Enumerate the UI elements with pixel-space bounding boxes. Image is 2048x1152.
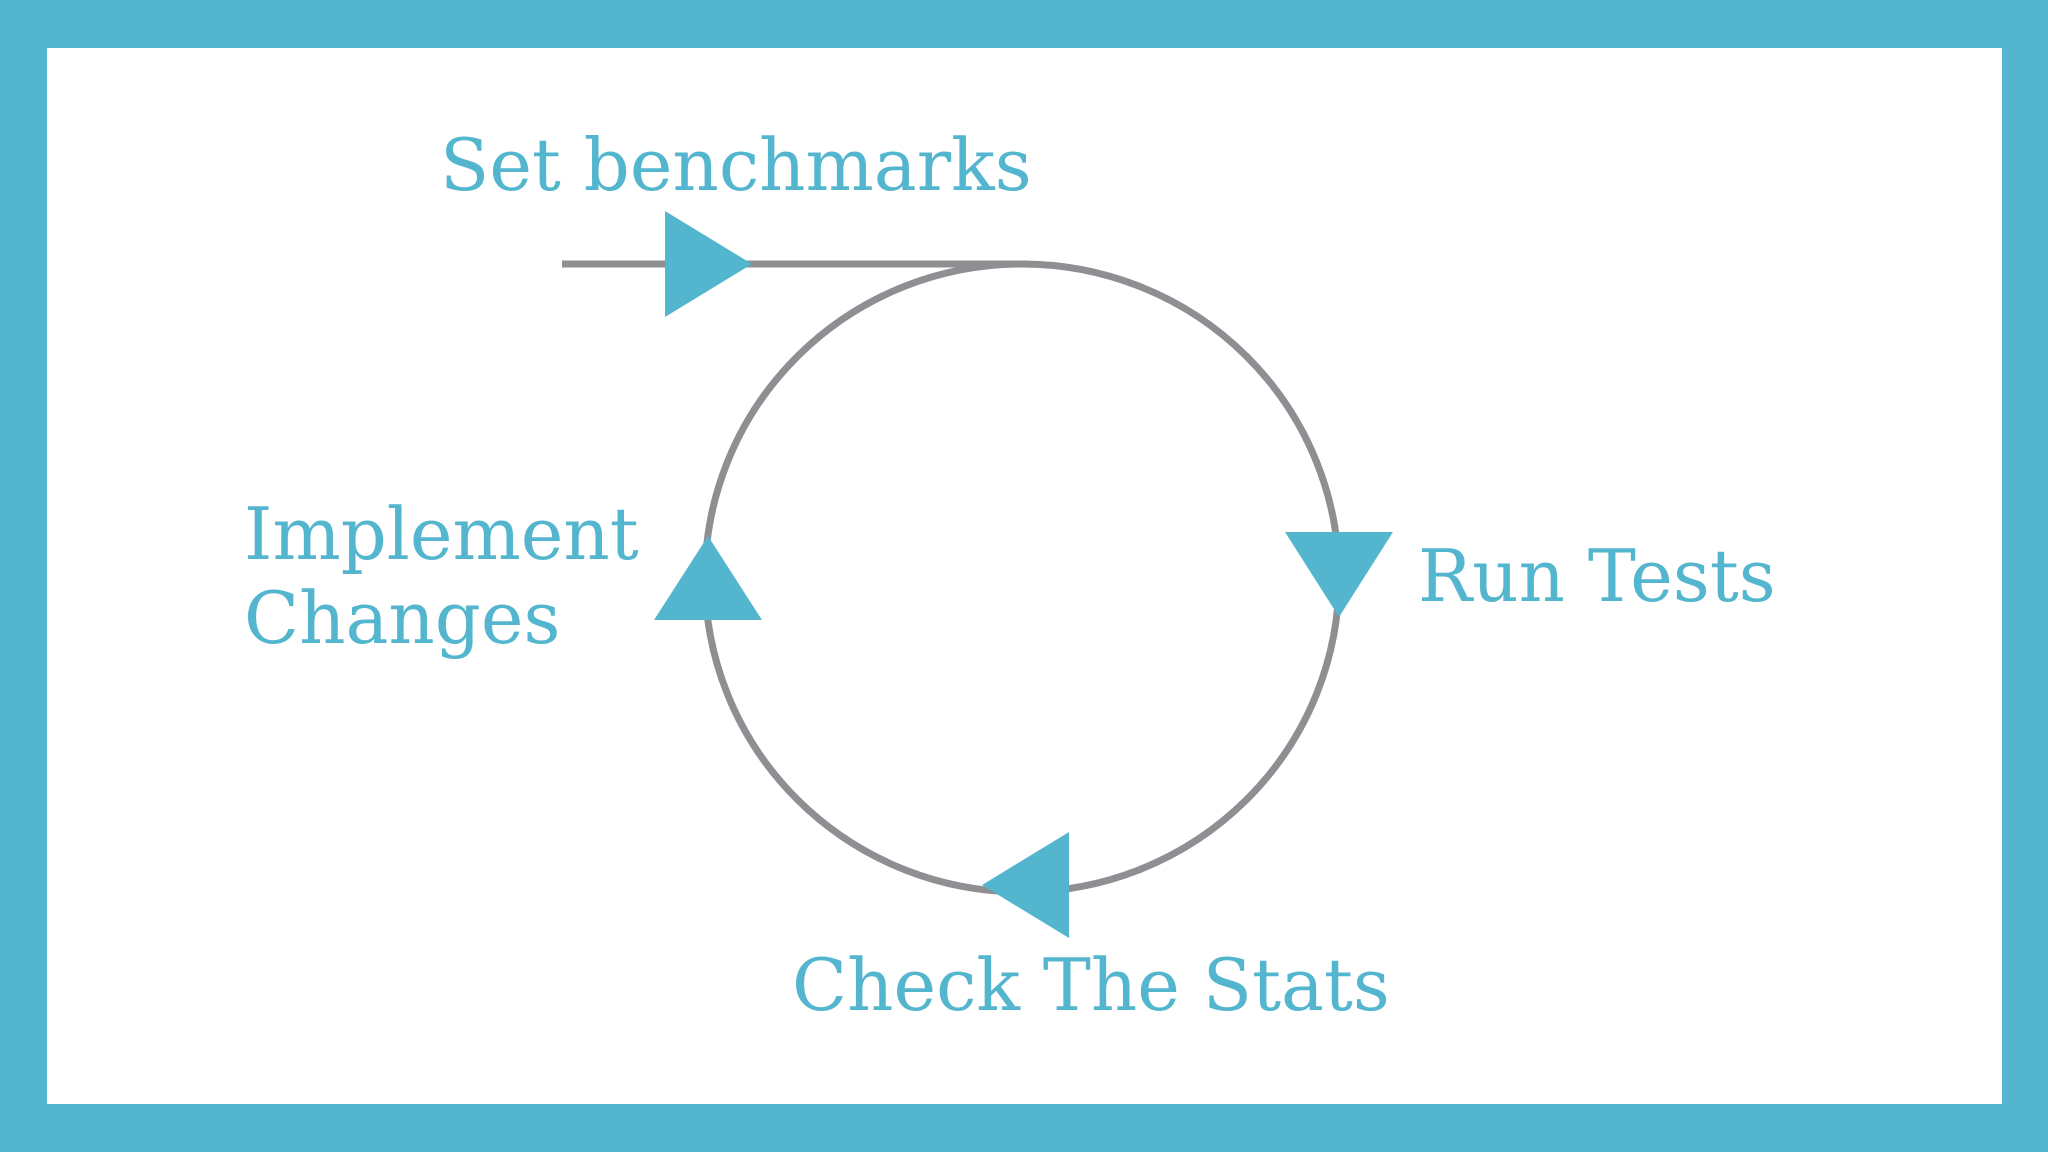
arrow-right-icon bbox=[665, 211, 752, 317]
cycle-circle bbox=[701, 260, 1343, 896]
arrow-down-icon bbox=[1285, 532, 1393, 617]
arrow-left-icon bbox=[982, 832, 1069, 938]
label-implement: Implement bbox=[244, 492, 639, 576]
label-changes: Changes bbox=[244, 576, 560, 660]
label-run-tests: Run Tests bbox=[1418, 534, 1776, 618]
label-set-benchmarks: Set benchmarks bbox=[440, 123, 1032, 207]
slide-canvas bbox=[47, 48, 2002, 1104]
arrow-up-icon bbox=[654, 536, 762, 620]
label-check-stats: Check The Stats bbox=[792, 943, 1390, 1027]
